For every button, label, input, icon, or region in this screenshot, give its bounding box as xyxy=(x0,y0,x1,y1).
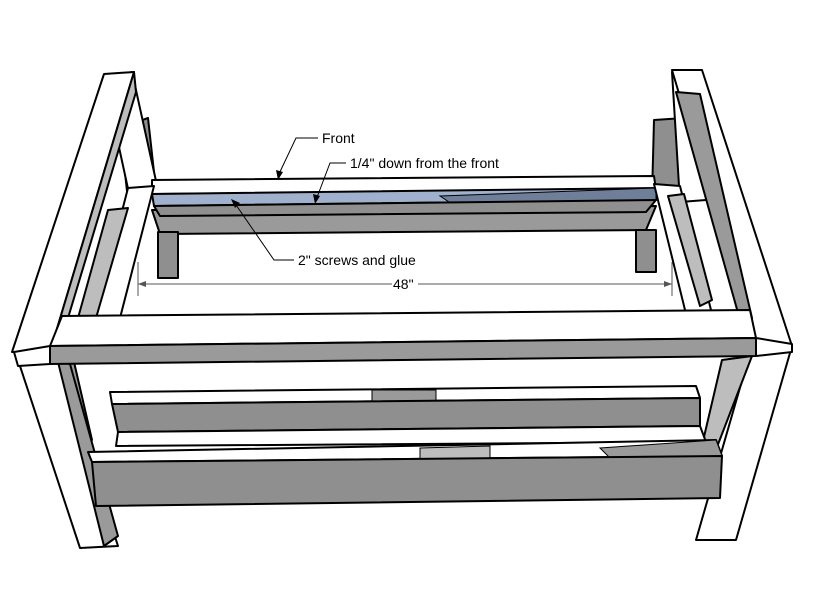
front-label: Front xyxy=(322,130,355,146)
right-side-rail xyxy=(653,183,713,315)
fasteners-label: 2" screws and glue xyxy=(298,252,416,268)
width-dimension: 48" xyxy=(137,262,673,296)
front-top-rail xyxy=(13,309,793,367)
back-leg-stubs xyxy=(157,229,657,279)
offset-callout: 1/4" down from the front xyxy=(313,155,499,204)
front-callout: Front xyxy=(276,130,355,180)
offset-label: 1/4" down from the front xyxy=(350,155,499,171)
lower-slat xyxy=(109,385,707,447)
width-label: 48" xyxy=(393,276,414,292)
highlighted-front-board xyxy=(151,187,657,217)
fasteners-callout: 2" screws and glue xyxy=(231,199,416,268)
bottom-front-rail xyxy=(87,439,723,507)
